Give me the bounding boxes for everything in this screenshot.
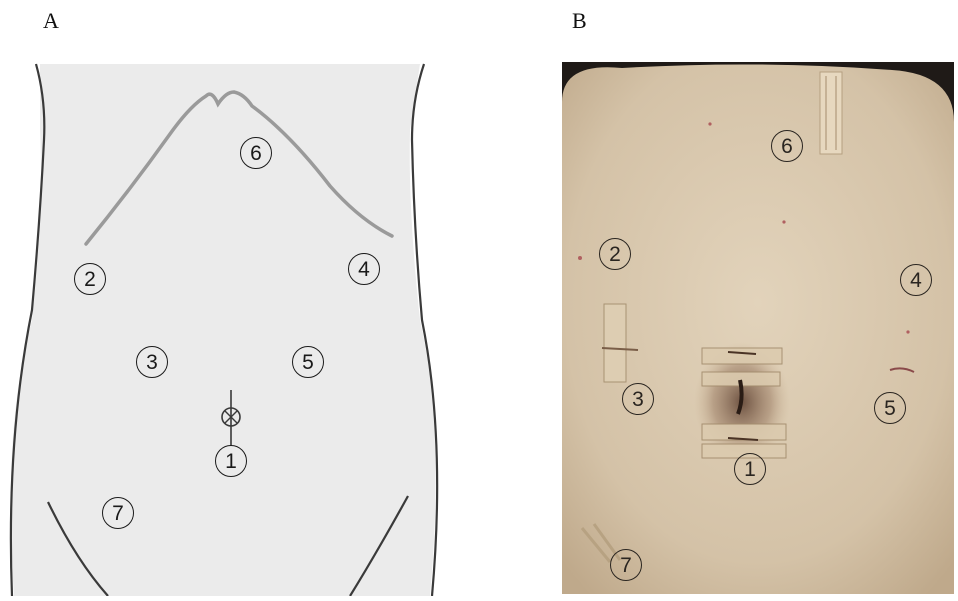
abdomen-port-diagram: 1 2 3 4 5 6 7 <box>0 60 448 596</box>
port-marker-4: 4 <box>348 253 380 285</box>
port-marker-3: 3 <box>136 346 168 378</box>
photo-port-marker-7: 7 <box>610 549 642 581</box>
panel-label-a: A <box>43 8 59 34</box>
photo-port-marker-5: 5 <box>874 392 906 424</box>
abdomen-outline-drawing <box>0 60 448 596</box>
photo-port-marker-2: 2 <box>599 238 631 270</box>
abdomen-photo-image <box>562 62 954 594</box>
postoperative-abdomen-photo: 2 3 6 4 5 1 7 <box>562 62 954 594</box>
port-marker-7: 7 <box>102 497 134 529</box>
port-marker-1: 1 <box>215 445 247 477</box>
panel-label-b: B <box>572 8 587 34</box>
photo-port-marker-1: 1 <box>734 453 766 485</box>
photo-port-marker-4: 4 <box>900 264 932 296</box>
port-marker-5: 5 <box>292 346 324 378</box>
photo-port-marker-3: 3 <box>622 383 654 415</box>
port-marker-6: 6 <box>240 137 272 169</box>
photo-port-marker-6: 6 <box>771 130 803 162</box>
port-marker-2: 2 <box>74 263 106 295</box>
torso-fill <box>11 64 436 596</box>
